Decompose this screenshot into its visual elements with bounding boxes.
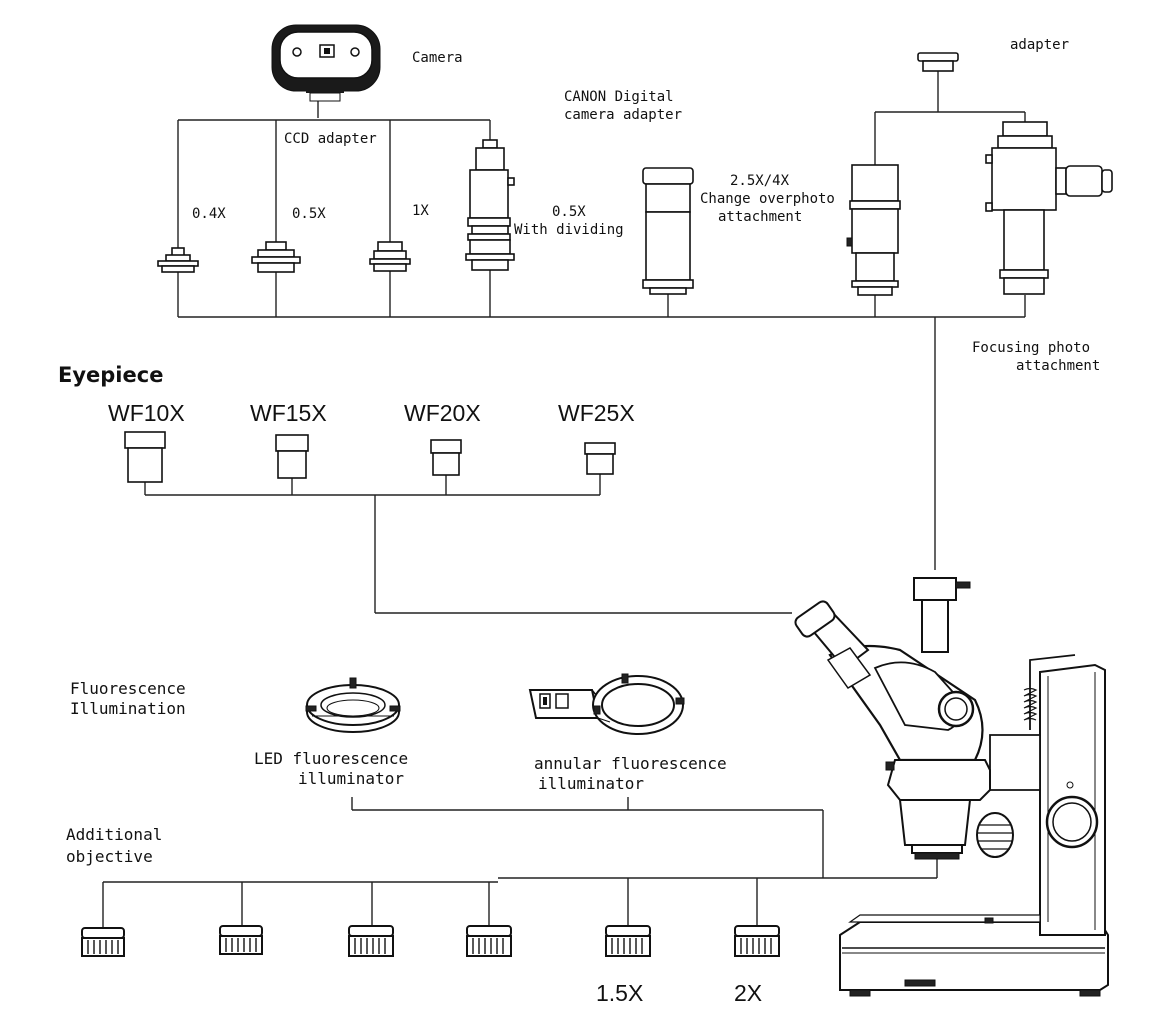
camera-label: Camera <box>412 50 463 66</box>
objective-1.5x-label: 1.5X <box>596 980 643 1006</box>
eyepiece-wf15x-icon <box>275 434 309 479</box>
top-adapter-label: adapter <box>1010 37 1069 53</box>
objective-lens-1-icon <box>81 927 125 957</box>
top-adapter-icon <box>917 52 959 72</box>
mag-0.5x-label: 0.5X <box>292 206 326 222</box>
eyepiece-wf10x-icon <box>124 431 166 483</box>
eyepiece-wf20x-label: WF20X <box>404 400 481 426</box>
led-illuminator-label-line1: LED fluorescence <box>254 749 408 768</box>
ccd-adapter-0.5x-icon <box>251 241 301 273</box>
dividing-adapter-0.5x-icon <box>465 139 515 271</box>
annular-fluorescence-illuminator-icon <box>528 673 685 735</box>
overphoto-attachment-icon <box>846 164 901 296</box>
objective-heading-line2: objective <box>66 847 153 866</box>
mag-0.4x-label: 0.4X <box>192 206 226 222</box>
canon-camera-adapter-icon <box>642 167 694 295</box>
objective-heading-line1: Additional <box>66 825 162 844</box>
objective-2x-label: 2X <box>734 980 762 1006</box>
focusing-label-line1: Focusing photo <box>972 340 1090 356</box>
eyepiece-wf25x-icon <box>584 442 616 475</box>
objective-lens-1.5x-icon <box>605 925 651 957</box>
canon-adapter-label-line2: camera adapter <box>564 107 682 123</box>
ccd-adapter-0.4x-icon <box>157 247 199 273</box>
eyepiece-heading: Eyepiece <box>58 363 163 387</box>
camera-icon <box>271 24 381 102</box>
canon-adapter-label-line1: CANON Digital <box>564 89 674 105</box>
ccd-adapter-label: CCD adapter <box>284 131 377 147</box>
stereo-microscope-icon <box>794 577 1109 997</box>
eyepiece-wf25x-label: WF25X <box>558 400 635 426</box>
annular-illuminator-label-line1: annular fluorescence <box>534 754 727 773</box>
ccd-adapter-1x-icon <box>369 241 411 272</box>
fluorescence-heading-line1: Fluorescence <box>70 679 186 698</box>
objective-lens-2x-icon <box>734 925 780 957</box>
objective-lens-2-icon <box>219 925 263 955</box>
fluorescence-heading-line2: Illumination <box>70 699 186 718</box>
eyepiece-wf20x-icon <box>430 439 462 476</box>
connector-lines <box>102 70 1026 928</box>
focusing-label-line2: attachment <box>1016 358 1100 374</box>
annular-illuminator-label-line2: illuminator <box>538 774 644 793</box>
eyepiece-wf15x-label: WF15X <box>250 400 327 426</box>
mag-1x-label: 1X <box>412 203 429 219</box>
eyepiece-wf10x-label: WF10X <box>108 400 185 426</box>
overphoto-label-line1: 2.5X/4X <box>730 173 790 189</box>
dividing-label-line2: With dividing <box>514 222 624 238</box>
objective-lens-4-icon <box>466 925 512 957</box>
overphoto-label-line3: attachment <box>718 209 802 225</box>
led-fluorescence-illuminator-icon <box>305 677 401 733</box>
overphoto-label-line2: Change overphoto <box>700 191 835 207</box>
focusing-photo-attachment-icon <box>985 121 1113 295</box>
led-illuminator-label-line2: illuminator <box>298 769 404 788</box>
dividing-label-line1: 0.5X <box>552 204 586 220</box>
objective-lens-3-icon <box>348 925 394 957</box>
